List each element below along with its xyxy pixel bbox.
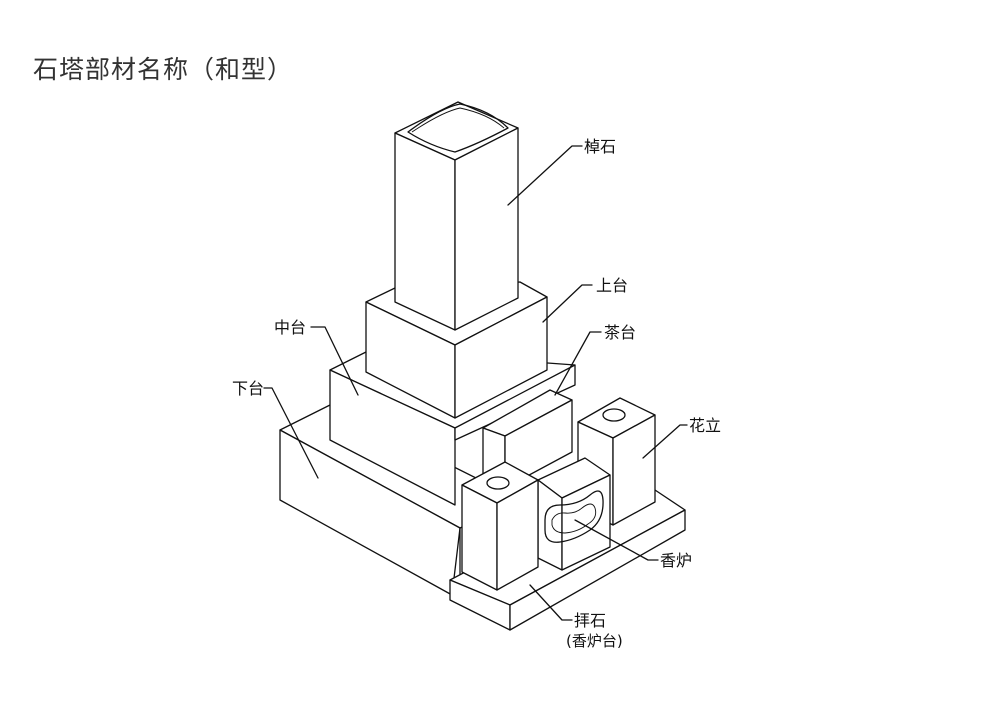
koro-part [537, 457, 611, 571]
label-chadai: 茶台 [604, 323, 636, 342]
hanatate-left-part [461, 461, 539, 591]
label-saoishi: 棹石 [584, 137, 616, 156]
label-haiseki-sub: (香炉台) [566, 632, 623, 650]
label-jodai: 上台 [596, 276, 628, 295]
label-haiseki: 拝石 [574, 611, 606, 630]
leader-lines [263, 145, 688, 621]
label-koro: 香炉 [660, 551, 692, 570]
page-title: 石塔部材名称（和型） [33, 55, 294, 84]
saoishi-part [394, 101, 519, 331]
label-chudai: 中台 [274, 318, 306, 337]
label-hanatate: 花立 [689, 416, 721, 435]
label-gedai: 下台 [232, 379, 264, 398]
